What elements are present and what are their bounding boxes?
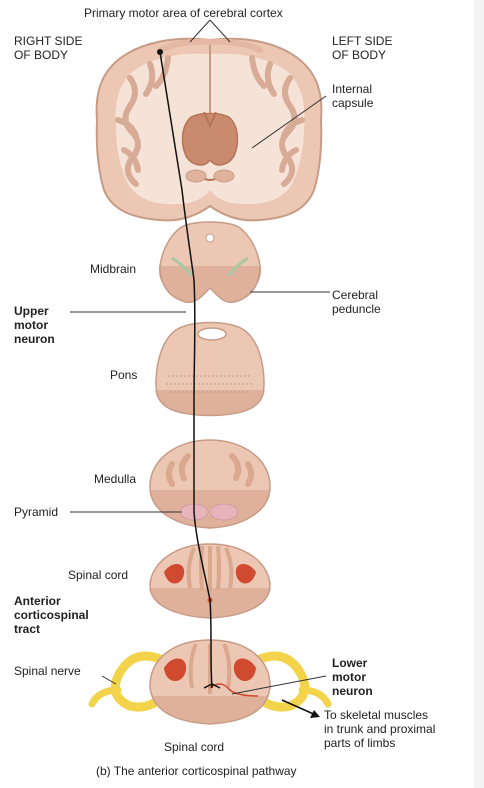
page-edge bbox=[474, 0, 484, 788]
label-pyramid: Pyramid bbox=[14, 505, 59, 519]
pontine-fibers bbox=[166, 375, 254, 393]
label-upper-motor-neuron-line3: neuron bbox=[14, 332, 55, 346]
spinal-nerve-left bbox=[110, 651, 173, 712]
pyramid-right bbox=[209, 503, 239, 521]
label-spinal-nerve: Spinal nerve bbox=[14, 664, 81, 678]
medulla-nuclei bbox=[166, 453, 254, 487]
medulla-base bbox=[149, 489, 271, 529]
label-internal-capsule-line1: Internal bbox=[332, 82, 373, 96]
label-pons: Pons bbox=[110, 368, 138, 382]
gyri-right bbox=[249, 55, 305, 187]
label-anterior-tract-line1: Anterior bbox=[14, 594, 61, 608]
spinal-nerve-right bbox=[247, 651, 310, 712]
pathway-origin-dot bbox=[157, 49, 163, 55]
upper-gray-matter bbox=[186, 545, 234, 592]
label-cerebral-peduncle-line2: peduncle bbox=[332, 302, 381, 316]
label-cerebral-peduncle-line1: Cerebral bbox=[332, 288, 379, 302]
lower-red-horn-left bbox=[164, 658, 187, 681]
spinal-nerve-left-root bbox=[88, 686, 122, 708]
label-spinal-cord-upper: Spinal cord bbox=[68, 568, 129, 582]
label-medulla: Medulla bbox=[94, 472, 137, 486]
label-internal-capsule-line2: capsule bbox=[332, 96, 374, 110]
leader-primary-motor bbox=[189, 19, 231, 43]
cerebral-aqueduct bbox=[205, 233, 215, 243]
figure-caption: (b) The anterior corticospinal pathway bbox=[96, 764, 297, 778]
label-spinal-cord-lower: Spinal cord bbox=[164, 740, 225, 754]
label-anterior-tract-line3: tract bbox=[14, 622, 41, 636]
label-anterior-tract-line2: corticospinal bbox=[14, 608, 89, 622]
label-right-side-line1: RIGHT SIDE bbox=[14, 34, 83, 48]
pons-section bbox=[155, 321, 265, 417]
label-left-side-line1: LEFT SIDE bbox=[332, 34, 393, 48]
lower-motor-neuron-path bbox=[209, 683, 259, 697]
midbrain-base bbox=[159, 265, 261, 304]
substantia-nigra-left bbox=[171, 256, 194, 277]
arrow-to-skeletal bbox=[281, 699, 319, 717]
pathway-terminal bbox=[203, 683, 221, 689]
basal-nuclei bbox=[181, 112, 239, 166]
spinal-cord-lower-section bbox=[88, 639, 332, 725]
label-right-side-line2: OF BODY bbox=[14, 48, 69, 62]
leader-internal-capsule bbox=[251, 95, 327, 149]
label-primary-motor-area: Primary motor area of cerebral cortex bbox=[84, 6, 283, 20]
label-lower-motor-neuron-line2: motor bbox=[332, 670, 366, 684]
medulla-section bbox=[149, 439, 271, 529]
label-upper-motor-neuron-line1: Upper bbox=[14, 304, 49, 318]
midbrain-section bbox=[159, 221, 261, 304]
upper-red-horn-left bbox=[164, 563, 185, 584]
pons-base bbox=[155, 389, 265, 417]
cerebral-cortex bbox=[95, 37, 323, 222]
primary-motor-strip bbox=[157, 38, 263, 53]
leader-lower-motor-neuron bbox=[231, 675, 327, 695]
thalamus-left bbox=[185, 169, 207, 183]
label-to-skeletal-line3: parts of limbs bbox=[324, 736, 396, 750]
arrow-head bbox=[310, 710, 320, 718]
substantia-nigra-right bbox=[226, 256, 249, 277]
fourth-ventricle bbox=[197, 327, 227, 341]
upper-red-horn-right bbox=[235, 563, 256, 584]
label-upper-motor-neuron-line2: motor bbox=[14, 318, 48, 332]
label-to-skeletal-line1: To skeletal muscles bbox=[324, 708, 429, 722]
thalamus-right bbox=[213, 169, 235, 183]
label-midbrain: Midbrain bbox=[90, 262, 137, 276]
upper-motor-neuron-pathway bbox=[159, 51, 213, 689]
spinal-nerve-right-root bbox=[298, 686, 332, 708]
label-lower-motor-neuron-line3: neuron bbox=[332, 684, 373, 698]
label-to-skeletal-line2: in trunk and proximal bbox=[324, 722, 436, 736]
leader-lines bbox=[70, 19, 330, 695]
lower-cord-base bbox=[151, 695, 269, 725]
lower-red-horn-right bbox=[233, 658, 256, 681]
label-left-side-line2: OF BODY bbox=[332, 48, 387, 62]
label-lower-motor-neuron-line1: Lower bbox=[332, 656, 368, 670]
leader-spinal-nerve bbox=[101, 675, 117, 685]
